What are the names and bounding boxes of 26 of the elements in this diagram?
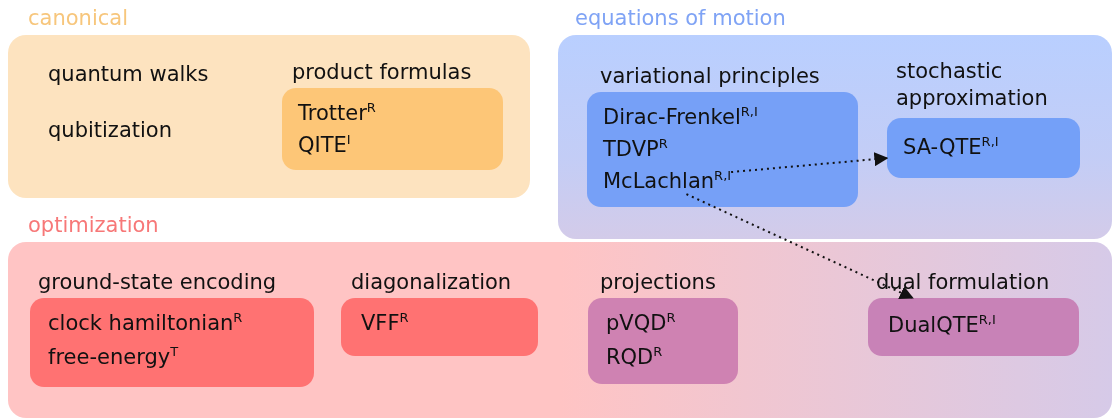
method-name: QITE$^{I}$ xyxy=(298,132,351,159)
method-name: VFF$^{R}$ xyxy=(361,310,409,337)
arrow xyxy=(730,152,889,174)
region-title: optimization xyxy=(28,212,159,239)
arrow xyxy=(685,193,914,300)
method-name: McLachlan$^{R,I}$ xyxy=(603,168,732,195)
category-title: projections xyxy=(600,269,716,296)
method-name: Dirac-Frenkel$^{R,I}$ xyxy=(603,104,758,131)
category-title: ground-state encoding xyxy=(38,269,277,296)
method-name: free-energy$^{T}$ xyxy=(48,344,179,371)
method-name: DualQTE$^{R,I}$ xyxy=(888,312,996,339)
method-name: Trotter$^{R}$ xyxy=(298,100,376,127)
category-title: dual formulation xyxy=(876,269,1050,296)
method-name: RQD$^{R}$ xyxy=(606,344,663,371)
category-title: diagonalization xyxy=(351,269,512,296)
category-title: product formulas xyxy=(292,59,472,86)
method-name: quantum walks xyxy=(48,62,209,88)
method-name: SA-QTE$^{R,I}$ xyxy=(903,134,999,161)
category-title: variational principles xyxy=(600,63,820,90)
region-title: canonical xyxy=(28,5,128,32)
method-name: TDVP$^{R}$ xyxy=(603,136,668,163)
region-title: equations of motion xyxy=(575,5,786,32)
method-name: clock hamiltonian$^{R}$ xyxy=(48,310,243,337)
method-name: pVQD$^{R}$ xyxy=(606,310,676,337)
category-title: stochastic approximation xyxy=(896,58,1049,113)
method-name: qubitization xyxy=(48,118,172,144)
